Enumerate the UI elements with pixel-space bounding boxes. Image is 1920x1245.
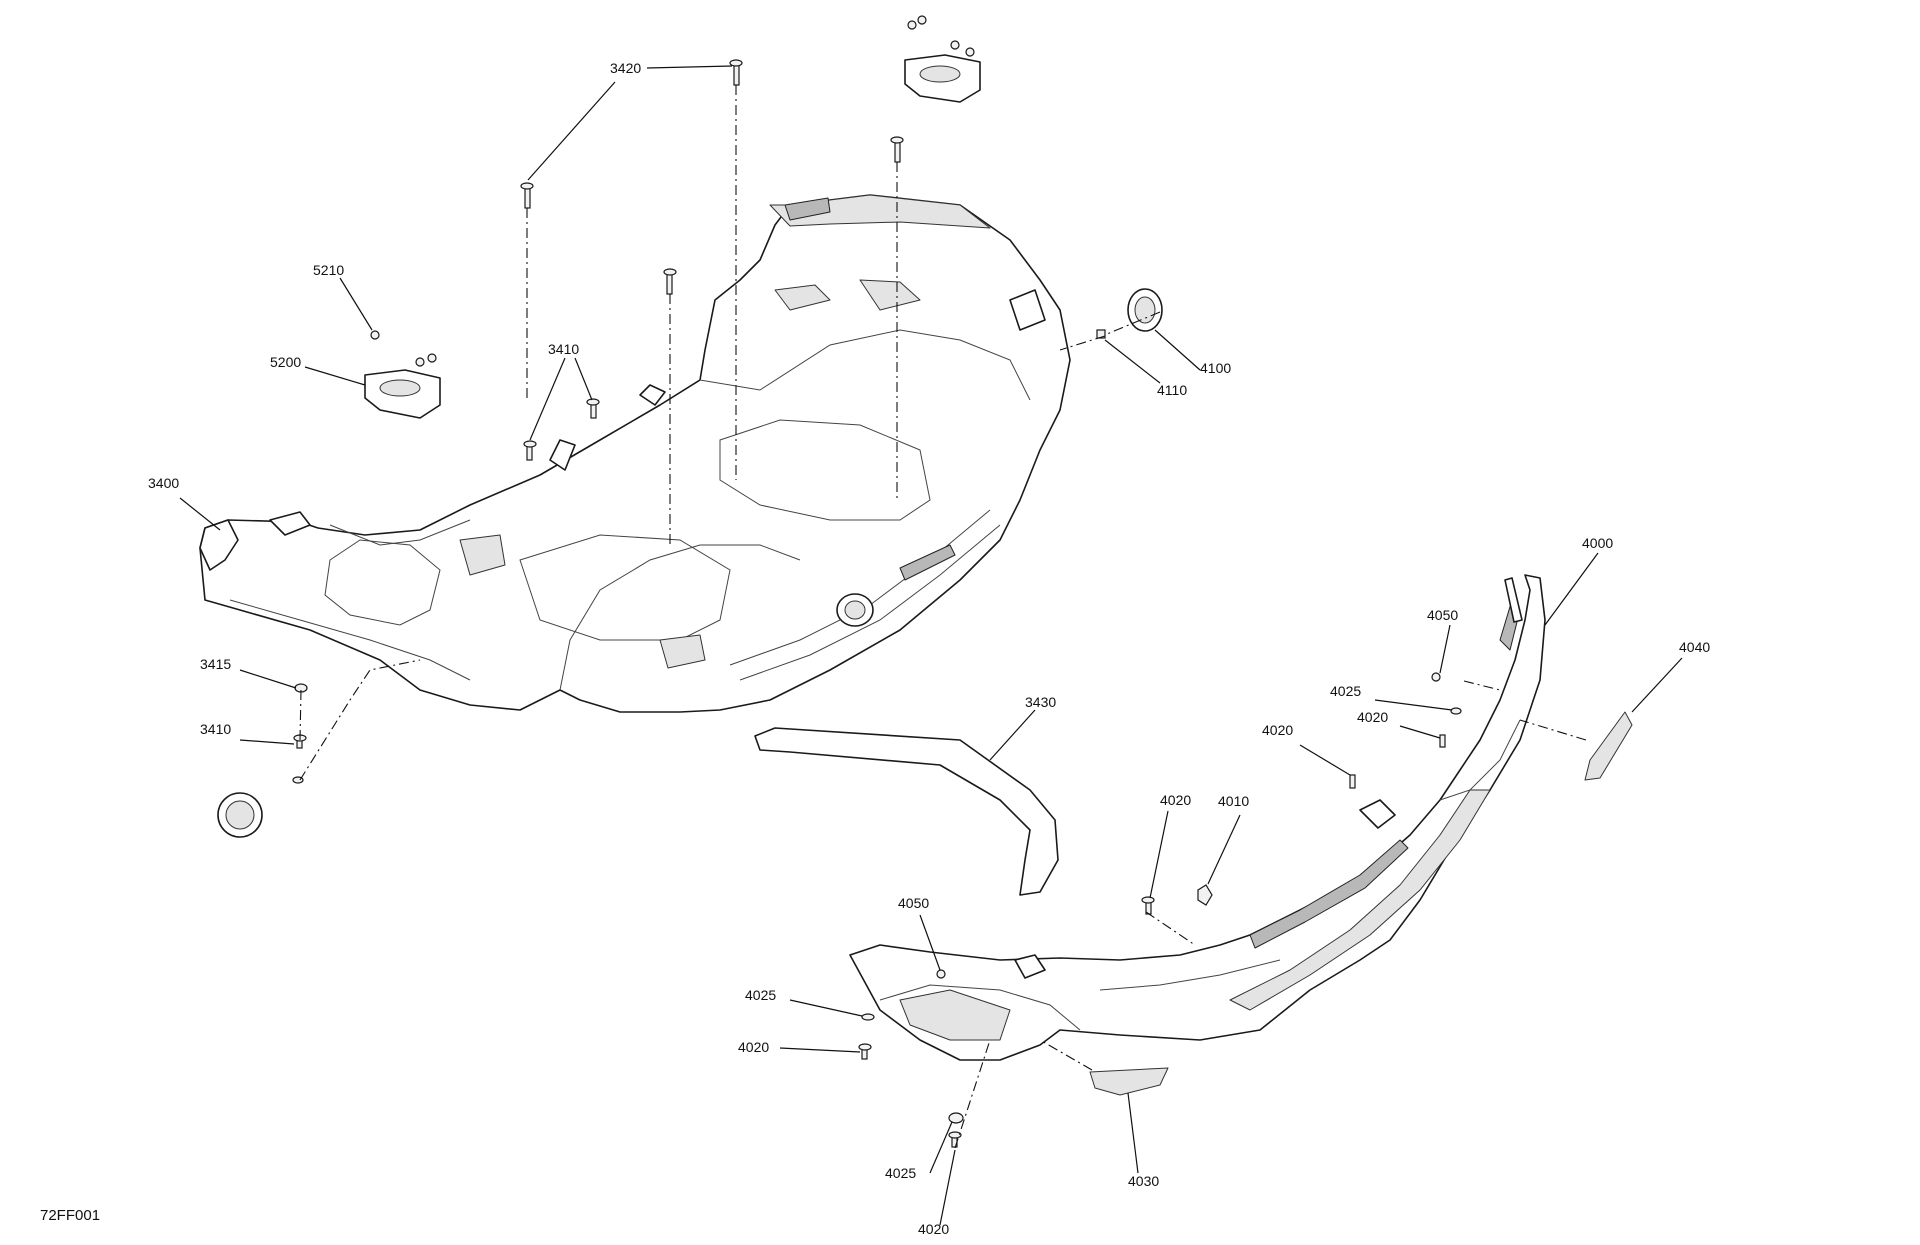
callout-3410-bottom: 3410: [200, 721, 231, 737]
cap-part-left: [217, 792, 263, 838]
front-bumper-part-4000: [849, 574, 1546, 1061]
callout-3415: 3415: [200, 656, 231, 672]
callout-4020-right1: 4020: [1357, 709, 1388, 725]
bracket-part-5200: [364, 330, 441, 419]
callout-4020-left: 4020: [738, 1039, 769, 1055]
figure-id: 72FF001: [40, 1207, 100, 1224]
callout-4020-right2: 4020: [1262, 722, 1293, 738]
reflector-part-4030: [1089, 1067, 1169, 1096]
callout-4040: 4040: [1679, 639, 1710, 655]
bolt-hardware-group: [292, 59, 904, 784]
callout-4020-mid: 4020: [1160, 792, 1191, 808]
callout-4030: 4030: [1128, 1173, 1159, 1189]
bumper-hardware-group: [858, 672, 1462, 1148]
callout-3420: 3420: [610, 60, 641, 76]
callout-4110: 4110: [1157, 382, 1187, 398]
skid-plate-part-3400: [199, 194, 1071, 713]
bracket-part-top: [904, 15, 981, 103]
callout-labels: 3420 5210 5200 3410 3400 3415 3410 4100 …: [148, 60, 1710, 1237]
callout-5200: 5200: [270, 354, 301, 370]
callout-4000: 4000: [1582, 535, 1613, 551]
callout-4100: 4100: [1200, 360, 1231, 376]
callout-3410-top: 3410: [548, 341, 579, 357]
callout-5210: 5210: [313, 262, 344, 278]
callout-4050-left: 4050: [898, 895, 929, 911]
assembly-dash-lines: [299, 85, 1587, 1149]
brace-part-3430: [754, 727, 1059, 896]
callout-4050-right: 4050: [1427, 607, 1458, 623]
leader-lines: [179, 65, 1683, 1226]
reflector-part-4040: [1584, 711, 1633, 781]
callout-4020-bottom: 4020: [918, 1221, 949, 1237]
plug-part-4100: [1096, 288, 1163, 339]
callout-3430: 3430: [1025, 694, 1056, 710]
callout-4025-right: 4025: [1330, 683, 1361, 699]
callout-3400: 3400: [148, 475, 179, 491]
callout-4010: 4010: [1218, 793, 1249, 809]
callout-4025-bottom: 4025: [885, 1165, 916, 1181]
callout-4025-left: 4025: [745, 987, 776, 1003]
